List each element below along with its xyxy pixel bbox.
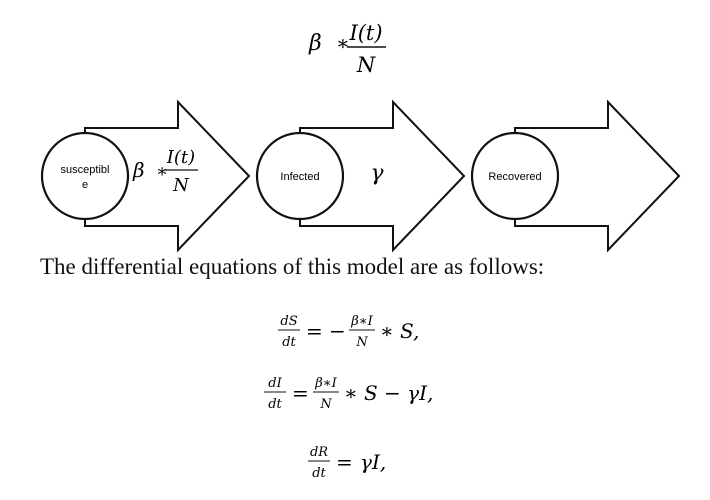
eq1-frac-numerator: β∗I <box>350 314 373 329</box>
eq3-tail: γI, <box>360 450 386 474</box>
top-formula-beta: β <box>308 31 322 56</box>
eq2-equals: = <box>292 381 309 405</box>
top-formula-operator: ∗ <box>336 31 350 55</box>
equations-intro-text: The differential equations of this model… <box>40 254 545 279</box>
recovered-label: Recovered <box>488 171 541 183</box>
eq2-lhs-denominator: dt <box>268 397 282 412</box>
top-formula-numerator: I(t) <box>348 21 382 45</box>
recovery-rate-gamma: γ <box>370 161 384 186</box>
susceptible-arrow <box>84 99 251 253</box>
eq2-tail: ∗ S − γI, <box>344 381 433 405</box>
eq2-frac-numerator: β∗I <box>314 376 337 391</box>
top-formula-denominator: N <box>356 53 376 77</box>
arrow-formula-denominator: N <box>172 175 190 196</box>
eq1-equals: = <box>306 319 323 343</box>
infection-rate-formula: β ∗ I(t) N <box>132 147 198 196</box>
eq3-lhs-denominator: dt <box>312 466 326 481</box>
recovered-arrow <box>514 99 681 253</box>
eq3-lhs-numerator: dR <box>310 445 328 460</box>
equation-di-dt: dI dt = β∗I N ∗ S − γI, <box>264 376 433 412</box>
arrow-formula-operator: ∗ <box>156 161 168 182</box>
eq1-lhs-numerator: dS <box>280 314 297 329</box>
eq1-lhs-denominator: dt <box>282 335 296 350</box>
equation-dr-dt: dR dt = γI, <box>308 445 386 481</box>
top-formula: β ∗ I(t) N <box>308 21 386 77</box>
infected-label: Infected <box>280 171 319 183</box>
infected-node <box>255 131 345 221</box>
susceptible-label-line2: e <box>82 179 88 191</box>
infected-arrow <box>299 99 466 253</box>
eq2-frac-denominator: N <box>319 397 332 412</box>
susceptible-node <box>40 131 130 221</box>
susceptible-label-line1: susceptibl <box>61 164 110 176</box>
eq1-minus: − <box>329 319 346 343</box>
eq1-frac-denominator: N <box>355 335 368 350</box>
eq1-tail: ∗ S, <box>380 319 419 343</box>
equation-ds-dt: dS dt = − β∗I N ∗ S, <box>278 314 419 350</box>
arrow-formula-numerator: I(t) <box>166 147 195 168</box>
eq3-equals: = <box>336 450 353 474</box>
arrow-formula-beta: β <box>132 158 145 182</box>
eq2-lhs-numerator: dI <box>268 376 282 391</box>
recovered-node <box>470 131 560 221</box>
